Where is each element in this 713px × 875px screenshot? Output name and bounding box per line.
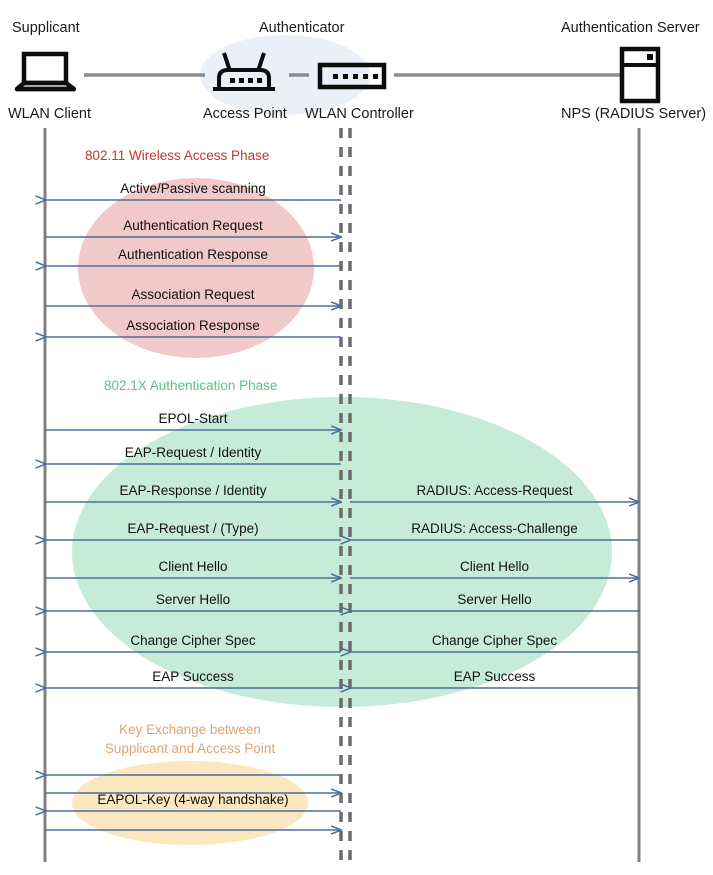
phase-label-dot1x-auth: 802.1X Authentication Phase [104,378,278,393]
wlan-controller-icon [317,62,387,90]
ellipse-wireless-access [78,178,314,358]
actor-role-supplicant: Supplicant [12,20,80,36]
message-label-right-5: EAP Success [453,669,536,684]
laptop-icon [14,51,77,92]
message-label-left-9: Client Hello [158,559,228,574]
actor-role-authenticator: Authenticator [259,20,345,36]
message-label-right-2: Client Hello [459,559,530,574]
message-label-left-2: Authentication Response [117,247,269,262]
message-label-left-15: EAPOL-Key (4-way handshake) [97,792,289,807]
message-arrows-right [350,502,639,688]
message-label-left-12: EAP Success [152,669,234,684]
phase-label-key-exchange: Key Exchange between Supplicant and Acce… [60,720,320,758]
message-label-left-4: Association Response [126,318,260,333]
message-label-left-0: Active/Passive scanning [120,181,266,196]
message-arrows-left [45,200,341,830]
phase-label-wireless-access: 802.11 Wireless Access Phase [85,148,270,163]
ellipse-key-exchange [72,761,308,845]
message-label-left-3: Association Request [131,287,255,302]
actor-device-wlan-controller: WLAN Controller [305,106,414,122]
wireless-access-point-icon [213,52,275,91]
phase-label-key-exchange-line2: Supplicant and Access Point [104,741,276,756]
message-label-right-0: RADIUS: Access-Request [416,483,573,498]
message-label-left-8: EAP-Request / (Type) [127,521,259,536]
actor-device-access-point: Access Point [203,106,287,122]
message-label-left-6: EAP-Request / Identity [124,445,262,460]
message-label-right-1: RADIUS: Access-Challenge [411,521,578,536]
actor-role-auth-server: Authentication Server [561,20,700,36]
lifelines [43,128,641,862]
message-label-right-4: Change Cipher Spec [431,633,558,648]
server-tower-icon [619,46,661,104]
message-label-left-7: EAP-Response / Identity [119,483,267,498]
message-label-left-5: EPOL-Start [158,411,228,426]
message-label-left-10: Server Hello [155,592,231,607]
phase-label-key-exchange-line1: Key Exchange between [119,722,261,737]
ellipse-authenticator [200,35,370,115]
actor-device-wlan-client: WLAN Client [8,106,91,122]
message-label-left-1: Authentication Request [123,218,263,233]
message-label-left-11: Change Cipher Spec [130,633,256,648]
message-label-right-3: Server Hello [457,592,532,607]
actor-device-nps-radius: NPS (RADIUS Server) [561,106,707,122]
